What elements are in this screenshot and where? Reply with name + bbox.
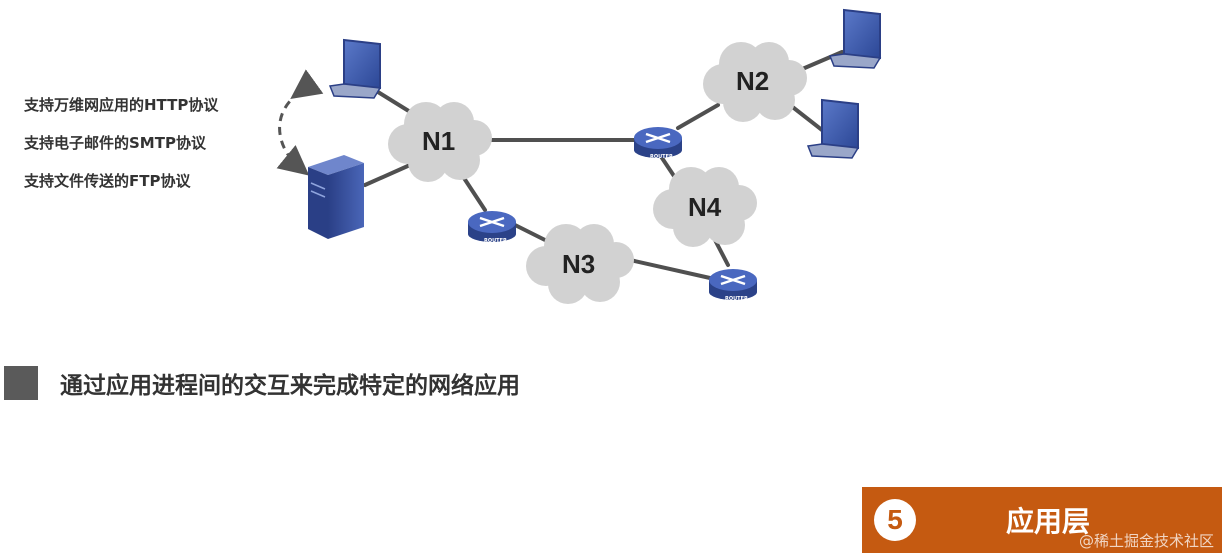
- router-icon: ROUTER: [634, 127, 682, 160]
- layer-title: 应用层: [1006, 505, 1091, 538]
- links: [363, 50, 844, 280]
- link-n4-r3: [713, 238, 730, 267]
- description-row: 通过应用进程间的交互来完成特定的网络应用: [4, 364, 520, 402]
- square-bullet-icon: [4, 366, 38, 400]
- cloud-icon: [526, 224, 634, 304]
- link-r1-n2: [676, 103, 720, 130]
- dashed-arrow-icon: [276, 69, 324, 176]
- network-label-n4: N4: [688, 192, 722, 222]
- watermark: @稀土掘金技术社区: [1078, 532, 1214, 550]
- laptop-icon: [328, 38, 382, 99]
- protocol-list: 支持万维网应用的HTTP协议 支持电子邮件的SMTP协议 支持文件传送的FTP协…: [24, 86, 218, 200]
- server-icon: [308, 155, 364, 239]
- cloud-icon: [653, 167, 757, 247]
- link-n3-r3: [628, 258, 712, 280]
- router-icon: ROUTER: [709, 269, 757, 302]
- link-r2-n3: [513, 223, 547, 242]
- network-label-n2: N2: [736, 66, 769, 96]
- network-label-n1: N1: [422, 126, 455, 156]
- cloud-icon: [703, 42, 807, 122]
- cloud-icon: [388, 102, 492, 182]
- protocol-smtp: 支持电子邮件的SMTP协议: [24, 134, 206, 152]
- router-label: ROUTER: [484, 238, 507, 244]
- laptop-icon: [828, 8, 882, 69]
- layer-badge: 5 应用层 @稀土掘金技术社区: [862, 487, 1222, 553]
- description-text: 通过应用进程间的交互来完成特定的网络应用: [60, 373, 520, 399]
- layer-number: 5: [874, 499, 916, 541]
- link-n2-laptop3: [788, 103, 824, 132]
- link-server-n1: [363, 163, 412, 187]
- protocol-http: 支持万维网应用的HTTP协议: [24, 96, 219, 114]
- laptop-icon: [806, 98, 860, 159]
- network-label-n3: N3: [562, 249, 595, 279]
- router-label: ROUTER: [725, 296, 748, 302]
- router-icon: ROUTER: [468, 211, 516, 244]
- protocol-ftp: 支持文件传送的FTP协议: [24, 172, 191, 190]
- router-label: ROUTER: [650, 154, 673, 160]
